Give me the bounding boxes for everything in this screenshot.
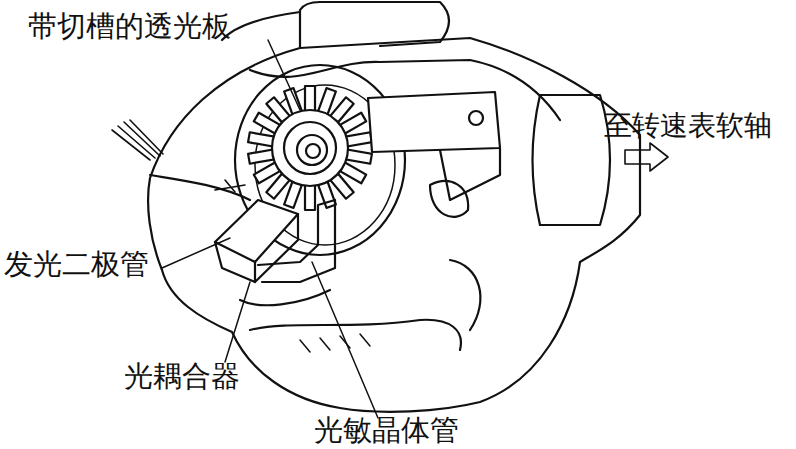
frame [450, 260, 480, 330]
mount [240, 290, 330, 305]
disc-hub [297, 135, 327, 165]
bracket-hole [469, 111, 483, 125]
leader-line [162, 238, 230, 268]
led-block [255, 214, 298, 282]
disc-hub [306, 144, 320, 158]
shaft-end [430, 181, 468, 217]
bracket [368, 92, 500, 152]
output-cylinder [533, 95, 541, 225]
frame [250, 320, 461, 350]
led-block [215, 242, 255, 282]
wire-guide [150, 175, 250, 200]
leader-line [225, 282, 250, 362]
wires [112, 120, 163, 160]
disc-hub [284, 122, 336, 174]
part-label: 带切槽的透光板 [28, 10, 231, 43]
slotted-disc [272, 110, 348, 186]
leader-line [268, 40, 300, 110]
slotted-disc [248, 86, 372, 210]
part-label: 发光二极管 [4, 248, 149, 281]
housing-edge [222, 12, 300, 40]
part-label: 光敏晶体管 [314, 414, 459, 447]
clip [215, 180, 245, 192]
part-label: 至转速表软轴 [604, 110, 772, 142]
housing [148, 38, 640, 412]
frame-hatch [300, 334, 370, 352]
photo-transistor-block [258, 200, 335, 282]
direction-arrow [625, 143, 668, 171]
part-label: 光耦合器 [124, 360, 240, 393]
leader-line [312, 262, 378, 418]
bracket [440, 148, 500, 200]
output-cylinder [540, 95, 610, 225]
